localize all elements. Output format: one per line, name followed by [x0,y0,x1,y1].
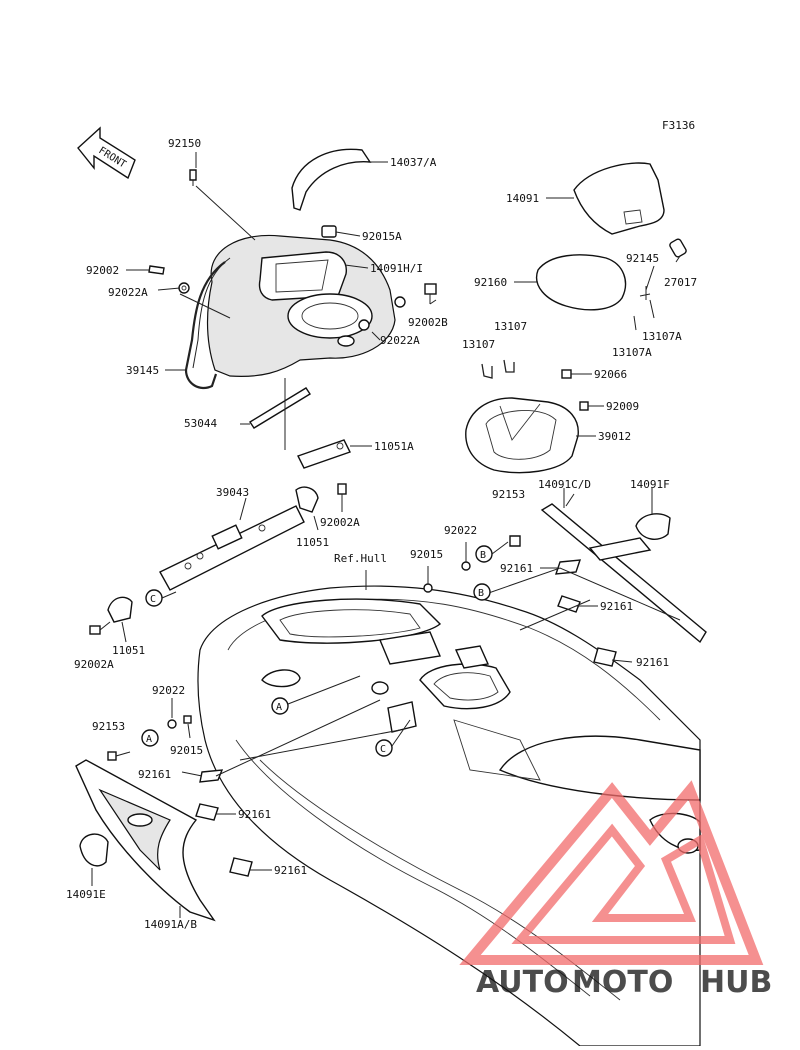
callout-a-2: A [146,734,152,745]
label-92161-d: 92161 [138,768,171,781]
part-labels: 92150 14037/A 92015A 14091H/I 92002 9202… [66,137,697,931]
storage-assembly [465,162,687,474]
label-92002a-top: 92002A [320,516,360,529]
label-92022-mid: 92022 [444,524,477,537]
label-92009: 92009 [606,400,639,413]
label-14091: 14091 [506,192,539,205]
watermark-hub: HUB [700,965,772,1000]
callout-c-1: C [150,594,156,605]
label-ref-hull: Ref.Hull [334,552,387,565]
label-92022-low: 92022 [152,684,185,697]
label-13107a-2: 13107A [612,346,652,359]
label-13107a-1: 13107A [642,330,682,343]
label-39043: 39043 [216,486,249,499]
watermark-moto: MOTO [572,965,673,1000]
label-14091f: 14091F [630,478,670,491]
front-cover-assembly [126,148,437,469]
hull [197,570,701,1047]
label-92022a-right: 92022A [380,334,420,347]
label-92002b: 92002B [408,316,448,329]
label-92015-low: 92015 [170,744,203,757]
label-92002: 92002 [86,264,119,277]
label-14091ab: 14091A/B [144,918,197,931]
figure-code: F3136 [662,119,695,132]
callout-b-2: B [478,588,484,599]
label-92150: 92150 [168,137,201,150]
label-27017: 27017 [664,276,697,289]
label-92161-e: 92161 [238,808,271,821]
label-92161-c: 92161 [636,656,669,669]
label-39145: 39145 [126,364,159,377]
label-53044: 53044 [184,417,217,430]
callout-a-1: A [276,702,282,713]
label-92161-a: 92161 [500,562,533,575]
label-92145: 92145 [626,252,659,265]
label-11051-bottom: 11051 [112,644,145,657]
label-14091e: 14091E [66,888,106,901]
label-14037a: 14037/A [390,156,437,169]
label-92153-top: 92153 [492,488,525,501]
label-92002a-bottom: 92002A [74,658,114,671]
label-92015a: 92015A [362,230,402,243]
label-14091cd: 14091C/D [538,478,591,491]
watermark-logo: AUTO MOTO HUB [459,780,772,1000]
front-arrow-icon: FRONT [77,126,136,180]
label-11051-top: 11051 [296,536,329,549]
label-11051a: 11051A [374,440,414,453]
panel-39043 [89,483,347,643]
callout-b-1: B [480,550,486,561]
triangle-logo-icon [459,780,764,965]
label-92153-low: 92153 [92,720,125,733]
label-13107-b: 13107 [462,338,495,351]
side-panel-left [75,698,401,922]
label-92022a-left: 92022A [108,286,148,299]
label-92161-f: 92161 [274,864,307,877]
watermark-auto: AUTO [476,965,569,1000]
side-panel-right [423,488,707,667]
label-13107-a: 13107 [494,320,527,333]
callout-c-2: C [380,744,386,755]
label-92015-mid: 92015 [410,548,443,561]
label-14091hi: 14091H/I [370,262,423,275]
label-92160: 92160 [474,276,507,289]
label-92066: 92066 [594,368,627,381]
label-92161-b: 92161 [600,600,633,613]
callout-markers: B B C C A A [141,541,509,757]
label-39012: 39012 [598,430,631,443]
